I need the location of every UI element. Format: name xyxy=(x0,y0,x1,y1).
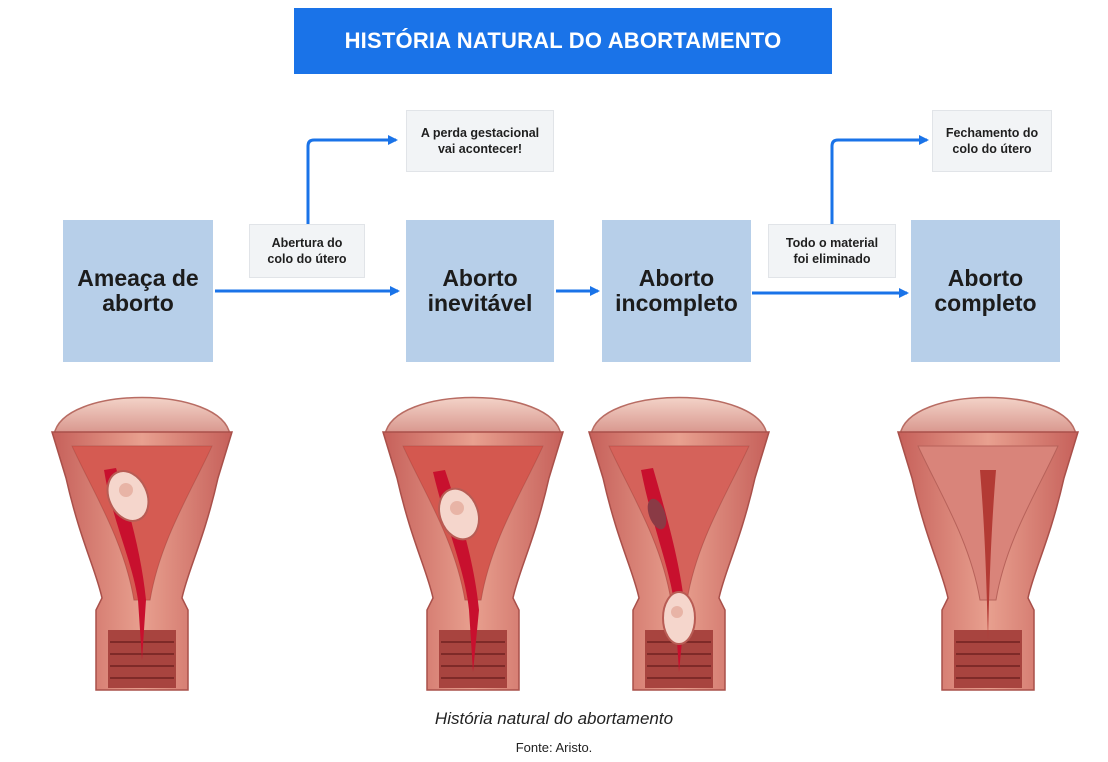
illustration-threatened-abortion xyxy=(51,396,233,691)
note-material-eliminated: Todo o material foi eliminado xyxy=(768,224,896,278)
note-text: Fechamento do colo do útero xyxy=(945,126,1039,156)
stage-inevitable-abortion: Aborto inevitável xyxy=(406,220,554,362)
note-text: A perda gestacional vai acontecer! xyxy=(420,126,540,156)
note-text: Abertura do colo do útero xyxy=(267,236,347,266)
stage-label: Ameaça de aborto xyxy=(77,265,199,316)
note-pregnancy-loss: A perda gestacional vai acontecer! xyxy=(406,110,554,172)
illustration-complete-abortion xyxy=(897,396,1079,691)
figure-source: Fonte: Aristo. xyxy=(515,740,593,755)
stage-incomplete-abortion: Aborto incompleto xyxy=(602,220,751,362)
arrow-to-closing-note xyxy=(830,135,929,224)
stage-label: Aborto completo xyxy=(934,265,1037,316)
note-cervix-closing: Fechamento do colo do útero xyxy=(932,110,1052,172)
arrow-to-loss-note xyxy=(306,135,398,224)
stage-label: Aborto inevitável xyxy=(427,265,533,316)
diagram-title: HISTÓRIA NATURAL DO ABORTAMENTO xyxy=(344,28,782,53)
stage-label: Aborto incompleto xyxy=(615,265,738,316)
title-banner: HISTÓRIA NATURAL DO ABORTAMENTO xyxy=(294,8,832,74)
note-text: Todo o material foi eliminado xyxy=(785,236,879,266)
illustration-inevitable-abortion xyxy=(382,396,564,691)
note-cervix-opening: Abertura do colo do útero xyxy=(249,224,365,278)
figure-caption: História natural do abortamento xyxy=(434,709,674,728)
stage-complete-abortion: Aborto completo xyxy=(911,220,1060,362)
illustration-incomplete-abortion xyxy=(588,396,770,691)
stage-threatened-abortion: Ameaça de aborto xyxy=(63,220,213,362)
